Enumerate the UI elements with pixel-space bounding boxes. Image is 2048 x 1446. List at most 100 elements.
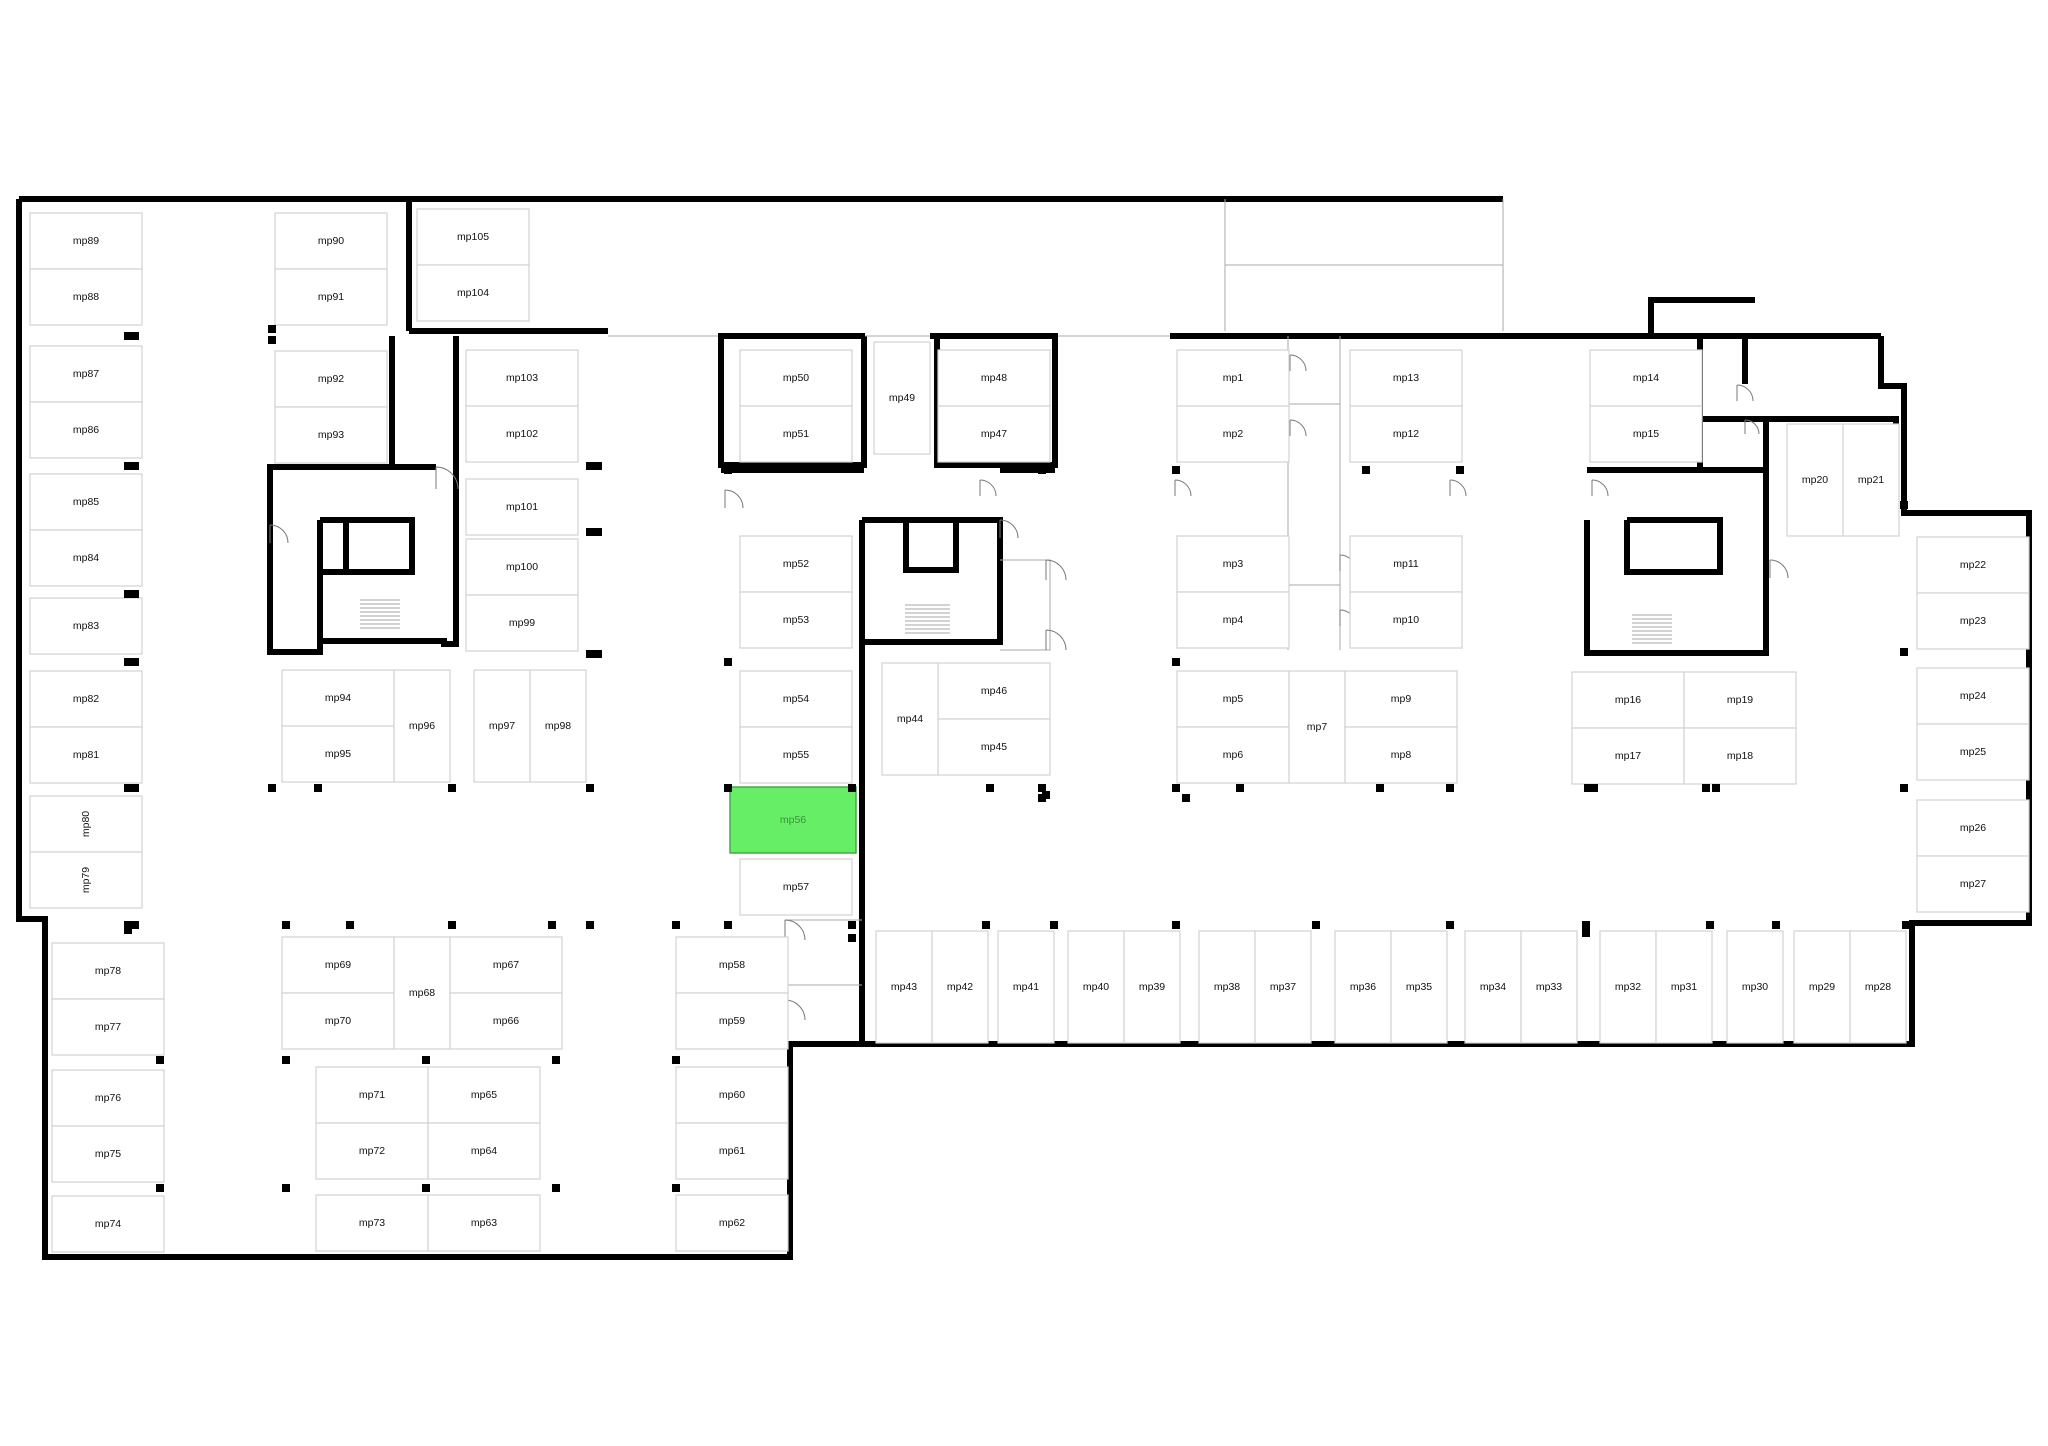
parking-spot-mp8[interactable]	[1344, 726, 1458, 784]
parking-spot-mp90[interactable]	[274, 212, 388, 270]
parking-spot-mp56[interactable]	[729, 786, 857, 854]
parking-spot-mp10[interactable]	[1349, 591, 1463, 649]
parking-spot-mp58[interactable]	[675, 936, 789, 994]
parking-spot-mp39[interactable]	[1123, 930, 1181, 1044]
parking-spot-mp80[interactable]	[29, 795, 143, 853]
parking-spot-mp66[interactable]	[449, 992, 563, 1050]
parking-spot-mp26[interactable]	[1916, 799, 2030, 857]
parking-spot-mp97[interactable]	[473, 669, 531, 783]
parking-spot-mp59[interactable]	[675, 992, 789, 1050]
parking-spot-mp7[interactable]	[1288, 670, 1346, 784]
parking-spot-mp2[interactable]	[1176, 405, 1290, 463]
parking-spot-mp101[interactable]	[465, 478, 579, 536]
parking-spot-mp64[interactable]	[427, 1122, 541, 1180]
parking-spot-mp87[interactable]	[29, 345, 143, 403]
parking-spot-mp73[interactable]	[315, 1194, 429, 1252]
parking-spot-mp84[interactable]	[29, 529, 143, 587]
parking-spot-mp47[interactable]	[937, 405, 1051, 463]
parking-spot-mp92[interactable]	[274, 350, 388, 408]
parking-spot-mp23[interactable]	[1916, 592, 2030, 650]
parking-spot-mp4[interactable]	[1176, 591, 1290, 649]
parking-spot-mp38[interactable]	[1198, 930, 1256, 1044]
parking-spot-mp94[interactable]	[281, 669, 395, 727]
parking-spot-mp11[interactable]	[1349, 535, 1463, 593]
parking-spot-mp68[interactable]	[393, 936, 451, 1050]
parking-spot-mp45[interactable]	[937, 718, 1051, 776]
parking-spot-mp75[interactable]	[51, 1125, 165, 1183]
parking-spot-mp15[interactable]	[1589, 405, 1703, 463]
parking-spot-mp99[interactable]	[465, 594, 579, 652]
parking-spot-mp78[interactable]	[51, 942, 165, 1000]
parking-spot-mp74[interactable]	[51, 1195, 165, 1253]
parking-spot-mp20[interactable]	[1786, 423, 1844, 537]
parking-spot-mp24[interactable]	[1916, 667, 2030, 725]
parking-spot-mp55[interactable]	[739, 726, 853, 784]
parking-spot-mp43[interactable]	[875, 930, 933, 1044]
parking-spot-mp16[interactable]	[1571, 671, 1685, 729]
parking-spot-mp91[interactable]	[274, 268, 388, 326]
parking-spot-mp93[interactable]	[274, 406, 388, 464]
parking-spot-mp72[interactable]	[315, 1122, 429, 1180]
parking-spot-mp6[interactable]	[1176, 726, 1290, 784]
parking-spot-mp79[interactable]	[29, 851, 143, 909]
parking-spot-mp60[interactable]	[675, 1066, 789, 1124]
parking-spot-mp37[interactable]	[1254, 930, 1312, 1044]
parking-spot-mp70[interactable]	[281, 992, 395, 1050]
parking-spot-mp71[interactable]	[315, 1066, 429, 1124]
parking-spot-mp76[interactable]	[51, 1069, 165, 1127]
parking-spot-mp61[interactable]	[675, 1122, 789, 1180]
parking-spot-mp85[interactable]	[29, 473, 143, 531]
parking-spot-mp28[interactable]	[1849, 930, 1907, 1044]
parking-spot-mp63[interactable]	[427, 1194, 541, 1252]
parking-spot-mp57[interactable]	[739, 858, 853, 916]
parking-spot-mp19[interactable]	[1683, 671, 1797, 729]
parking-spot-mp46[interactable]	[937, 662, 1051, 720]
parking-spot-mp52[interactable]	[739, 535, 853, 593]
parking-spot-mp54[interactable]	[739, 670, 853, 728]
parking-spot-mp29[interactable]	[1793, 930, 1851, 1044]
parking-spot-mp53[interactable]	[739, 591, 853, 649]
parking-spot-mp27[interactable]	[1916, 855, 2030, 913]
parking-spot-mp17[interactable]	[1571, 727, 1685, 785]
parking-spot-mp83[interactable]	[29, 597, 143, 655]
parking-spot-mp34[interactable]	[1464, 930, 1522, 1044]
parking-spot-mp22[interactable]	[1916, 536, 2030, 594]
parking-spot-mp36[interactable]	[1334, 930, 1392, 1044]
parking-spot-mp100[interactable]	[465, 538, 579, 596]
parking-spot-mp41[interactable]	[997, 930, 1055, 1044]
parking-spot-mp65[interactable]	[427, 1066, 541, 1124]
parking-spot-mp69[interactable]	[281, 936, 395, 994]
parking-spot-mp77[interactable]	[51, 998, 165, 1056]
parking-spot-mp13[interactable]	[1349, 349, 1463, 407]
parking-spot-mp49[interactable]	[873, 341, 931, 455]
parking-spot-mp89[interactable]	[29, 212, 143, 270]
parking-spot-mp62[interactable]	[675, 1194, 789, 1252]
parking-spot-mp12[interactable]	[1349, 405, 1463, 463]
parking-spot-mp102[interactable]	[465, 405, 579, 463]
parking-spot-mp31[interactable]	[1655, 930, 1713, 1044]
parking-spot-mp51[interactable]	[739, 405, 853, 463]
parking-spot-mp18[interactable]	[1683, 727, 1797, 785]
parking-spot-mp104[interactable]	[416, 264, 530, 322]
parking-spot-mp88[interactable]	[29, 268, 143, 326]
parking-spot-mp1[interactable]	[1176, 349, 1290, 407]
parking-spot-mp67[interactable]	[449, 936, 563, 994]
parking-spot-mp105[interactable]	[416, 208, 530, 266]
parking-spot-mp14[interactable]	[1589, 349, 1703, 407]
parking-spot-mp48[interactable]	[937, 349, 1051, 407]
parking-spot-mp35[interactable]	[1390, 930, 1448, 1044]
parking-spot-mp40[interactable]	[1067, 930, 1125, 1044]
parking-spot-mp9[interactable]	[1344, 670, 1458, 728]
parking-spot-mp86[interactable]	[29, 401, 143, 459]
parking-spot-mp95[interactable]	[281, 725, 395, 783]
parking-spot-mp21[interactable]	[1842, 423, 1900, 537]
parking-spot-mp32[interactable]	[1599, 930, 1657, 1044]
parking-spot-mp96[interactable]	[393, 669, 451, 783]
parking-spot-mp25[interactable]	[1916, 723, 2030, 781]
parking-spot-mp3[interactable]	[1176, 535, 1290, 593]
parking-spot-mp33[interactable]	[1520, 930, 1578, 1044]
parking-spot-mp5[interactable]	[1176, 670, 1290, 728]
parking-spot-mp81[interactable]	[29, 726, 143, 784]
parking-spot-mp44[interactable]	[881, 662, 939, 776]
parking-spot-mp82[interactable]	[29, 670, 143, 728]
